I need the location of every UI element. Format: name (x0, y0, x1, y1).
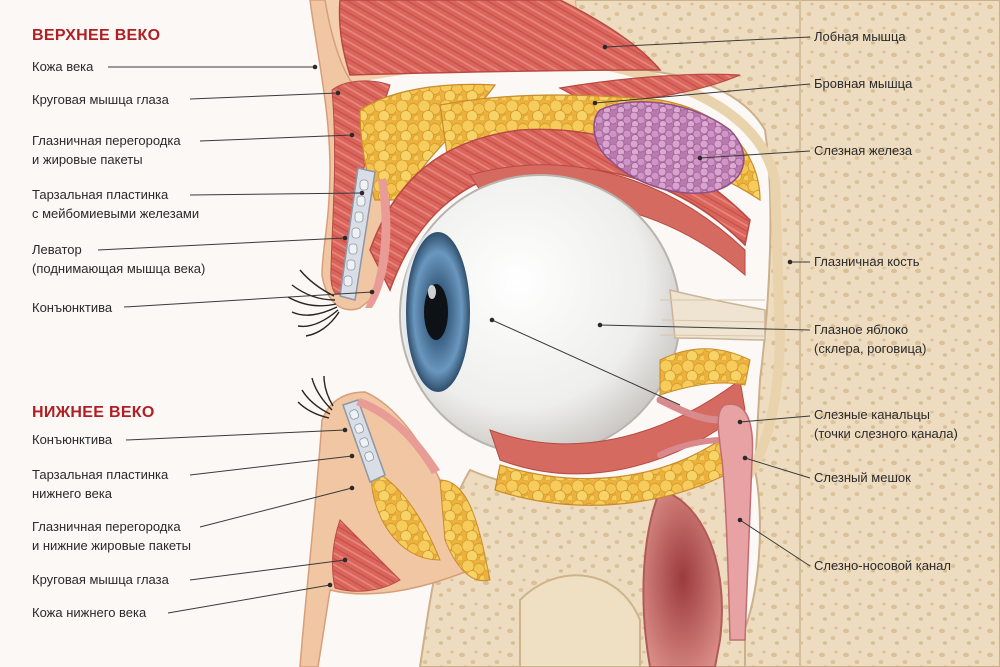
label-lower-eyelid-skin: Кожа нижнего века (32, 603, 146, 622)
meibomian-glands-upper (343, 179, 369, 287)
label-lower-tarsal-plate: Тарзальная пластинка нижнего века (32, 465, 168, 503)
label-line: Слезная железа (814, 143, 913, 158)
lacrimal-gland (593, 101, 745, 194)
label-line: Круговая мышца глаза (32, 92, 169, 107)
label-line: Глазничная кость (814, 254, 920, 269)
meibomian-glands-lower (349, 409, 375, 462)
label-line: Слезно-носовой канал (814, 558, 951, 573)
lower-orbicularis (332, 519, 401, 592)
label-line: (склера, роговица) (814, 341, 927, 356)
label-line: и жировые пакеты (32, 152, 143, 167)
lower-conjunctiva (356, 398, 440, 474)
label-lower-conjunctiva: Конъюнктива (32, 430, 112, 449)
label-line: Лобная мышца (814, 29, 906, 44)
label-line: Кожа века (32, 59, 94, 74)
label-orbital-septum: Глазничная перегородка и жировые пакеты (32, 131, 181, 169)
label-line: Тарзальная пластинка (32, 467, 169, 482)
label-line: и нижние жировые пакеты (32, 538, 192, 553)
label-orbicularis: Круговая мышца глаза (32, 90, 169, 109)
label-line: Глазничная перегородка (32, 133, 181, 148)
lower-eyelid-heading: НИЖНЕЕ ВЕКО (32, 404, 155, 421)
inferior-rectus (489, 379, 746, 475)
label-brow-muscle: Бровная мышца (814, 74, 912, 93)
label-nasolacrimal-duct: Слезно-носовой канал (814, 556, 951, 575)
lower-fat-pad (371, 469, 441, 561)
pupil (424, 284, 448, 340)
label-line: Кожа нижнего века (32, 605, 147, 620)
label-lower-orbicularis: Круговая мышца глаза (32, 570, 169, 589)
leader-lines (97, 36, 811, 614)
lower-eyelashes (297, 375, 334, 419)
label-line: Бровная мышца (814, 76, 913, 91)
label-line: нижнего века (32, 486, 113, 501)
label-tarsal-plate: Тарзальная пластинка с мейбомиевыми желе… (32, 185, 199, 223)
label-line: Глазное яблоко (814, 322, 909, 337)
label-line: с мейбомиевыми железами (32, 206, 200, 221)
label-frontalis: Лобная мышца (814, 27, 906, 46)
label-lacrimal-gland: Слезная железа (814, 141, 912, 160)
upper-eyelid-heading: ВЕРХНЕЕ ВЕКО (32, 27, 161, 44)
lacrimal-canaliculi (656, 396, 724, 424)
label-line: Глазничная перегородка (32, 519, 181, 534)
lacrimal-sac (717, 403, 754, 641)
label-eyelid-skin: Кожа века (32, 57, 93, 76)
label-line: Тарзальная пластинка (32, 187, 169, 202)
label-line: Конъюнктива (32, 432, 113, 447)
label-eyeball: Глазное яблоко (склера, роговица) (814, 320, 926, 358)
label-lacrimal-canaliculi: Слезные канальцы (точки слезного канала) (814, 405, 958, 443)
frontalis-muscle (338, 0, 662, 76)
label-line: Конъюнктива (32, 300, 113, 315)
label-line: Круговая мышца глаза (32, 572, 169, 587)
label-lacrimal-sac: Слезный мешок (814, 468, 911, 487)
label-line: Слезные канальцы (814, 407, 931, 422)
leader-dots (312, 44, 793, 588)
orbital-bone (573, 0, 1000, 667)
label-line: Слезный мешок (814, 470, 911, 485)
optic-nerve (669, 289, 766, 341)
upper-orbicularis (330, 80, 391, 295)
label-lower-septum: Глазничная перегородка и нижние жировые … (32, 517, 191, 555)
label-line: (поднимающая мышца века) (32, 261, 206, 276)
label-conjunctiva: Конъюнктива (32, 298, 112, 317)
label-line: Леватор (32, 242, 82, 257)
nasal-cavity (642, 488, 723, 667)
label-line: (точки слезного канала) (814, 426, 958, 441)
label-orbital-bone: Глазничная кость (814, 252, 920, 271)
upper-conjunctiva (365, 178, 391, 308)
label-levator: Леватор (поднимающая мышца века) (32, 240, 205, 278)
